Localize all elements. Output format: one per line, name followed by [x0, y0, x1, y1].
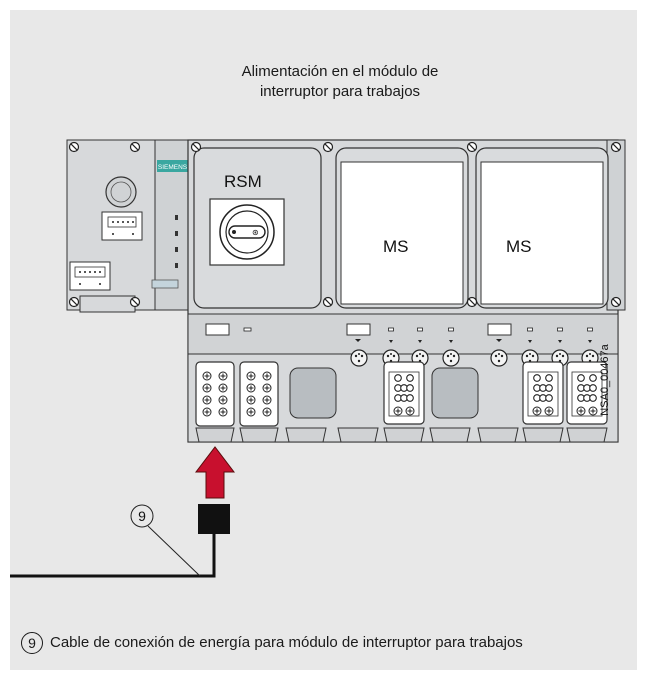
ms-module-1: MS: [335, 147, 469, 367]
screw-icon: [466, 141, 478, 153]
callout-leader: [147, 525, 201, 577]
screw-icon: [129, 141, 141, 153]
ms-terminal-blocks: [383, 361, 608, 425]
controller-module: SIEMENS: [66, 139, 191, 313]
brand-text: SIEMENS: [158, 164, 188, 171]
diagram-frame: Alimentación en el módulo de interruptor…: [10, 10, 637, 670]
screw-icon: [610, 296, 622, 308]
status-led: [175, 263, 178, 268]
ms-label-1: MS: [383, 237, 409, 256]
screw-icon: [610, 141, 622, 153]
screw-icon: [190, 141, 202, 153]
callout-circle: [130, 504, 154, 528]
screw-icon: [322, 296, 334, 308]
title-line-2: interruptor para trabajos: [259, 83, 421, 100]
svg-text:⊛: ⊛: [252, 228, 259, 237]
rsm-label: RSM: [224, 172, 262, 191]
figure-id: NSA0_00467a: [599, 343, 611, 415]
power-terminal-blocks: [195, 361, 279, 427]
legend-number: 9: [21, 632, 43, 654]
ms-label-2: MS: [506, 237, 532, 256]
screw-icon: [322, 141, 334, 153]
title-line-1: Alimentación en el módulo de: [241, 63, 439, 80]
screw-icon: [466, 296, 478, 308]
round-connector-icon: [490, 349, 508, 367]
rsm-module: RSM ⊛: [193, 147, 322, 336]
diagram-title: Alimentación en el módulo de interruptor…: [190, 62, 490, 102]
status-led: [175, 231, 178, 236]
round-connector-icon: [442, 349, 460, 367]
siemens-logo: [157, 160, 188, 172]
status-led: [175, 247, 178, 252]
end-plate: [606, 139, 626, 311]
power-cable-connector: [198, 504, 230, 534]
insert-arrow-icon: [194, 446, 236, 499]
ms-module-2: MS: [475, 147, 609, 367]
screw-icon: [68, 296, 80, 308]
blank-cover: [431, 367, 479, 419]
callout-number: 9: [138, 508, 146, 524]
blank-cover: [289, 367, 337, 419]
status-led: [175, 215, 178, 220]
screw-icon: [129, 296, 141, 308]
round-port-icon: [105, 176, 137, 208]
base-feet: [195, 427, 608, 443]
legend-text: Cable de conexión de energía para módulo…: [50, 634, 523, 651]
round-connector-icon: [350, 349, 368, 367]
device-diagram: SIEMENS RSM ⊛: [10, 139, 626, 578]
power-cable: [10, 534, 216, 578]
screw-icon: [68, 141, 80, 153]
